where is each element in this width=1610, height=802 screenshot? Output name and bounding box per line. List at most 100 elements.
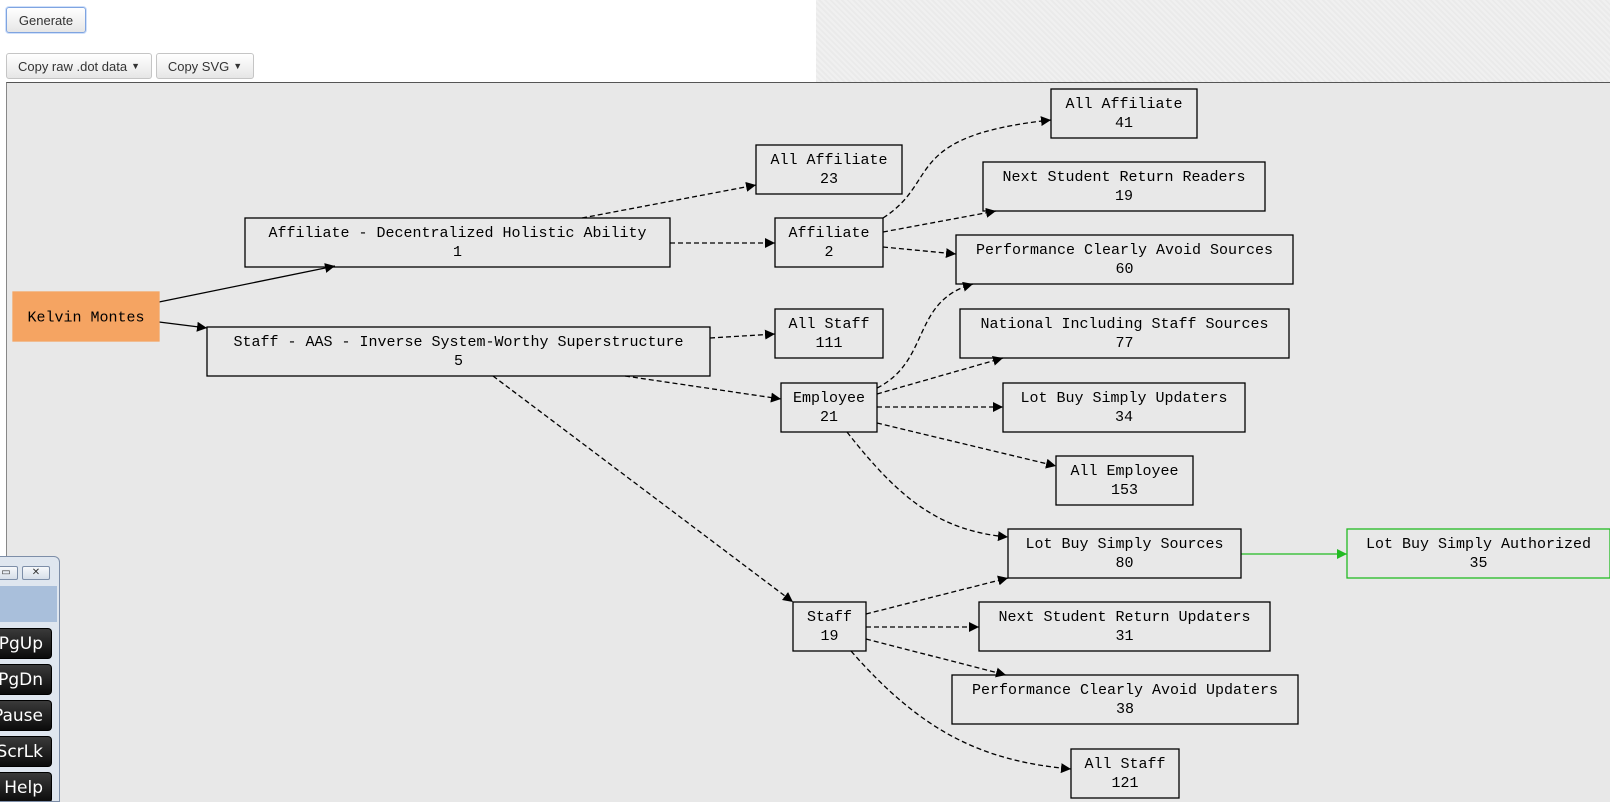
edge-emp21-to-pcas60 (876, 281, 974, 389)
node-box (1002, 382, 1246, 433)
edge-staff19-to-lbss80 (865, 575, 1009, 615)
graph-node-nsrr19[interactable]: Next Student Return Readers 19 (982, 161, 1266, 212)
graph-node-kelvin[interactable]: Kelvin Montes (12, 291, 160, 342)
caret-down-icon: ▼ (233, 60, 243, 71)
edge-staff19-to-allstaff121 (850, 650, 1072, 774)
node-count: 21 (820, 409, 838, 426)
key-pgdn[interactable]: PgDn (0, 664, 52, 695)
edges-layer (158, 116, 1347, 774)
node-count: 60 (1115, 261, 1133, 278)
graph-node-staff19[interactable]: Staff 19 (792, 601, 867, 652)
generate-button-label: Generate (18, 12, 74, 28)
node-box (1346, 528, 1610, 579)
node-box (774, 217, 884, 268)
key-pgup[interactable]: PgUp (0, 628, 52, 659)
edge-aff2-to-pcas60 (882, 246, 957, 259)
node-box (955, 234, 1294, 285)
node-box (12, 291, 160, 342)
node-count: 19 (1115, 188, 1133, 205)
node-box (951, 674, 1299, 725)
onscreen-keyboard-panel: ▭ ✕ PgUp PgDn Pause ScrLk Help (0, 556, 60, 802)
graph-node-aff2[interactable]: Affiliate 2 (774, 217, 884, 268)
graph-node-allemp153[interactable]: All Employee 153 (1055, 455, 1194, 506)
graph-node-allstaff121[interactable]: All Staff 121 (1070, 748, 1180, 799)
copy-svg-label: Copy SVG (167, 58, 230, 74)
node-box (1055, 455, 1194, 506)
node-box (792, 601, 867, 652)
node-label: Lot Buy Simply Updaters (1020, 390, 1227, 407)
edge-emp21-to-niss77 (876, 355, 1004, 395)
edge-staffaas-to-allstaff111 (709, 329, 776, 340)
node-box (1050, 88, 1198, 139)
key-scrlk[interactable]: ScrLk (0, 736, 52, 767)
edge-aff2-to-allaff41 (882, 116, 1052, 219)
node-box (959, 308, 1290, 359)
node-count: 19 (820, 628, 838, 645)
copy-dot-data-button[interactable]: Copy raw .dot data ▼ (6, 53, 152, 79)
node-label: Lot Buy Simply Authorized (1366, 536, 1591, 553)
node-count: 153 (1111, 482, 1138, 499)
close-icon[interactable]: ✕ (22, 566, 50, 580)
node-count: 121 (1111, 775, 1138, 792)
edge-staffaas-to-emp21 (624, 375, 782, 403)
generate-button[interactable]: Generate (6, 7, 86, 33)
edge-staff19-to-pcau38 (865, 638, 1007, 678)
graph-node-affdec[interactable]: Affiliate - Decentralized Holistic Abili… (244, 217, 671, 268)
graph-node-allaff23[interactable]: All Affiliate 23 (755, 144, 903, 195)
node-label: Affiliate (788, 225, 869, 242)
node-count: 23 (820, 171, 838, 188)
node-box (1007, 528, 1242, 579)
node-label: Performance Clearly Avoid Sources (976, 242, 1273, 259)
graph-svg: Kelvin Montes Affiliate - Decentralized H… (12, 88, 1610, 799)
node-label: Kelvin Montes (27, 310, 144, 327)
key-help[interactable]: Help (0, 772, 52, 801)
graph-node-niss77[interactable]: National Including Staff Sources 77 (959, 308, 1290, 359)
node-count: 5 (454, 353, 463, 370)
node-box (978, 601, 1271, 652)
graph-canvas: Kelvin Montes Affiliate - Decentralized H… (6, 82, 1610, 802)
node-count: 1 (453, 244, 462, 261)
node-label: All Staff (1084, 756, 1165, 773)
node-label: All Affiliate (1065, 96, 1182, 113)
node-count: 31 (1115, 628, 1133, 645)
edge-kelvin-to-staffaas (158, 321, 208, 332)
node-label: Performance Clearly Avoid Updaters (972, 682, 1278, 699)
node-label: All Affiliate (770, 152, 887, 169)
copy-dot-data-label: Copy raw .dot data (17, 58, 128, 74)
key-pause[interactable]: Pause (0, 700, 52, 731)
node-label: Employee (793, 390, 865, 407)
restore-icon[interactable]: ▭ (0, 566, 18, 580)
graph-node-nsru31[interactable]: Next Student Return Updaters 31 (978, 601, 1271, 652)
node-box (206, 326, 711, 377)
edge-kelvin-to-affdec (158, 263, 336, 303)
node-label: Staff - AAS - Inverse System-Worthy Supe… (233, 334, 683, 351)
node-label: National Including Staff Sources (980, 316, 1268, 333)
copy-svg-button[interactable]: Copy SVG ▼ (156, 53, 254, 79)
node-label: Next Student Return Updaters (998, 609, 1250, 626)
edge-emp21-to-allemp153 (876, 422, 1057, 469)
node-count: 77 (1115, 335, 1133, 352)
keyboard-header-strip (0, 586, 57, 622)
node-count: 34 (1115, 409, 1133, 426)
node-box (244, 217, 671, 268)
node-label: Next Student Return Readers (1002, 169, 1245, 186)
graph-node-lbsa35[interactable]: Lot Buy Simply Authorized 35 (1346, 528, 1610, 579)
node-count: 35 (1469, 555, 1487, 572)
node-count: 2 (824, 244, 833, 261)
node-label: All Employee (1070, 463, 1178, 480)
node-label: Staff (807, 609, 852, 626)
node-box (780, 382, 878, 433)
graph-node-staffaas[interactable]: Staff - AAS - Inverse System-Worthy Supe… (206, 326, 711, 377)
node-box (774, 308, 884, 359)
edge-affdec-to-allaff23 (581, 181, 757, 219)
keyboard-titlebar: ▭ ✕ (0, 557, 59, 583)
node-label: Lot Buy Simply Sources (1025, 536, 1223, 553)
graph-node-lbsu34[interactable]: Lot Buy Simply Updaters 34 (1002, 382, 1246, 433)
graph-node-pcas60[interactable]: Performance Clearly Avoid Sources 60 (955, 234, 1294, 285)
graph-node-emp21[interactable]: Employee 21 (780, 382, 878, 433)
nodes-layer: Kelvin Montes Affiliate - Decentralized H… (12, 88, 1610, 799)
